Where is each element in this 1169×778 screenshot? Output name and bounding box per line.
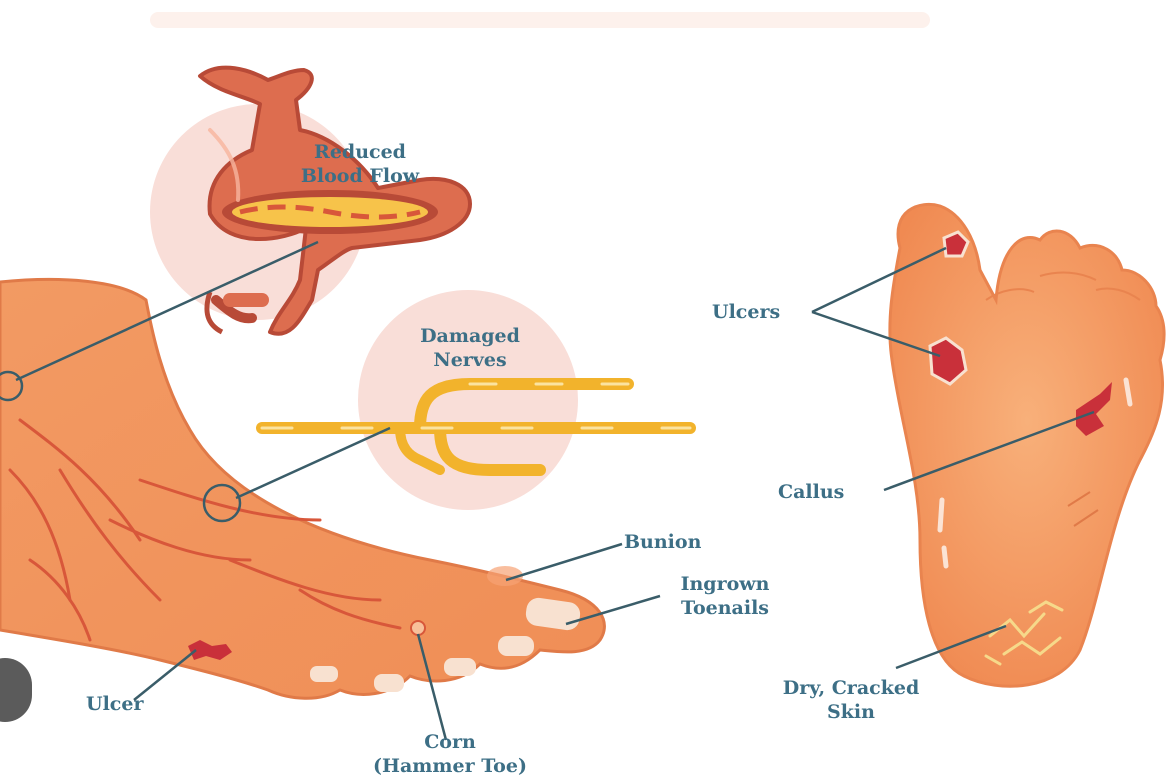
label-line: (Hammer Toe): [340, 754, 560, 778]
label-line: Skin: [756, 700, 946, 724]
label-damaged-nerves: Damaged Nerves: [390, 324, 550, 372]
label-ulcer: Ulcer: [86, 692, 176, 716]
label-line: Ingrown: [660, 572, 790, 596]
label-line: Toenails: [660, 596, 790, 620]
faded-title-band: [150, 12, 930, 28]
label-ingrown-toenails: Ingrown Toenails: [660, 572, 790, 620]
label-line: Damaged: [390, 324, 550, 348]
label-corn: Corn (Hammer Toe): [340, 730, 560, 778]
label-dry-cracked-skin: Dry, Cracked Skin: [756, 676, 946, 724]
label-line: Dry, Cracked: [756, 676, 946, 700]
label-line: Corn: [340, 730, 560, 754]
sole-illustration: [890, 204, 1164, 686]
label-ulcers: Ulcers: [712, 300, 812, 324]
nerves-halo: [358, 290, 578, 510]
label-bunion: Bunion: [624, 530, 734, 554]
label-reduced-blood-flow: Reduced Blood Flow: [270, 140, 450, 188]
label-line: Reduced: [270, 140, 450, 164]
label-line: Blood Flow: [270, 164, 450, 188]
label-line: Nerves: [390, 348, 550, 372]
label-callus: Callus: [778, 480, 878, 504]
